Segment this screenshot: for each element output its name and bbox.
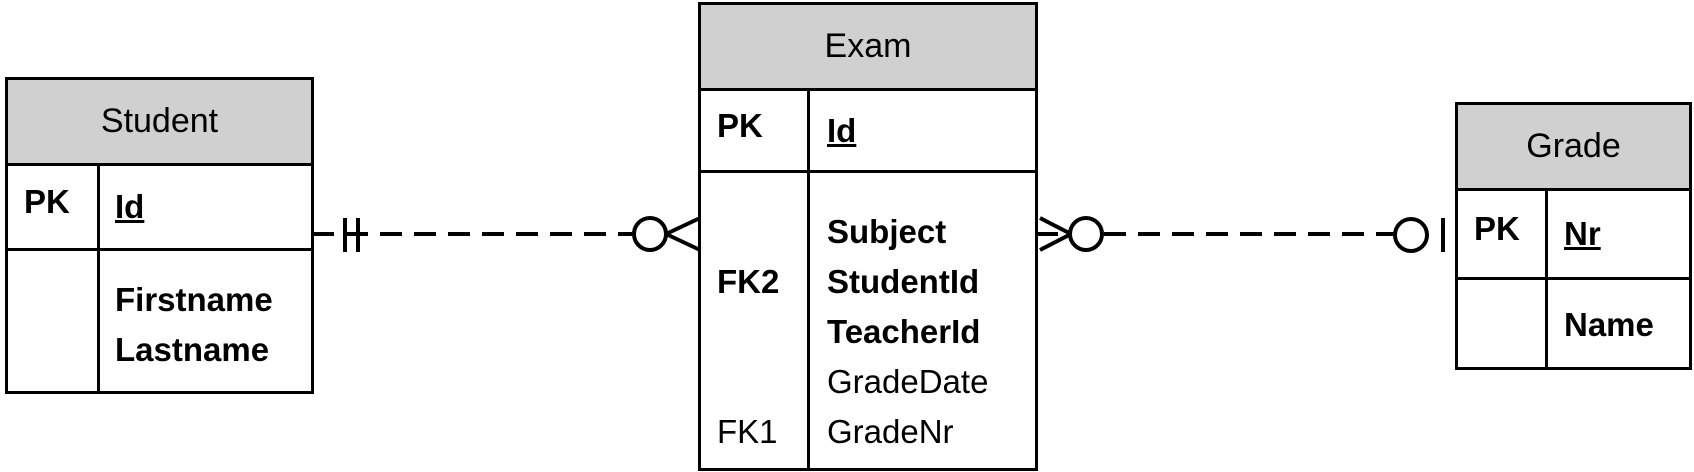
zero-circle-exam-left: [632, 216, 668, 252]
crowfoot-exam-right-bottom: [1039, 232, 1072, 252]
crowfoot-exam-left-bottom: [665, 232, 701, 252]
entity-student-attr-row: Firstname Lastname: [8, 251, 311, 391]
entity-exam-attr-row: FK2 FK1 Subject StudentId TeacherId Grad…: [701, 173, 1035, 468]
entity-grade-pk-key: PK: [1474, 210, 1520, 247]
entity-exam-fk1-key: FK1: [717, 413, 778, 450]
entity-student-attr: Lastname: [115, 331, 270, 368]
entity-grade[interactable]: Grade PK Nr Name: [1455, 102, 1692, 370]
zero-circle-grade: [1393, 217, 1429, 253]
relationship-exam-grade: [1036, 216, 1445, 253]
entity-exam-attr: TeacherId: [827, 313, 981, 350]
entity-grade-pk-row: PK Nr: [1458, 188, 1689, 280]
relationship-student-exam: [312, 216, 701, 252]
entity-grade-pk-attr: Nr: [1564, 215, 1601, 252]
crowfoot-exam-left-top: [665, 216, 701, 236]
entity-student-pk-attr: Id: [115, 188, 145, 225]
entity-student-header: Student: [8, 80, 311, 166]
entity-exam-attr: GradeNr: [827, 413, 954, 450]
entity-exam-fk2-key: FK2: [717, 263, 780, 300]
entity-exam-attr: GradeDate: [827, 363, 989, 400]
entity-student-pk-key: PK: [24, 183, 70, 220]
entity-grade-attr: Name: [1564, 306, 1654, 343]
entity-student-pk-row: PK Id: [8, 163, 311, 251]
entity-exam-title: Exam: [824, 27, 912, 65]
entity-grade-header: Grade: [1458, 105, 1689, 191]
entity-grade-attr-row: Name: [1458, 280, 1689, 367]
entity-grade-attrs: Name: [1564, 280, 1654, 370]
entity-grade-title: Grade: [1526, 127, 1621, 165]
entity-exam-pk-key: PK: [717, 107, 763, 144]
entity-exam-column-divider: [807, 88, 810, 468]
entity-exam[interactable]: Exam PK Id FK2 FK1 Subject StudentId Tea…: [698, 2, 1038, 471]
entity-student-attr: Firstname: [115, 281, 273, 318]
entity-student-column-divider: [97, 163, 100, 391]
entity-student-attrs: Firstname Lastname: [115, 275, 273, 375]
entity-exam-pk-row: PK Id: [701, 88, 1035, 173]
zero-circle-exam-right: [1068, 216, 1104, 252]
crowfoot-exam-right-top: [1039, 216, 1072, 236]
entity-exam-attrs: Subject StudentId TeacherId GradeDate Gr…: [827, 207, 988, 457]
entity-student[interactable]: Student PK Id Firstname Lastname: [5, 77, 314, 394]
entity-student-title: Student: [100, 102, 219, 140]
entity-exam-header: Exam: [701, 5, 1035, 91]
entity-exam-attr: Subject: [827, 213, 947, 250]
entity-exam-attr: StudentId: [827, 263, 980, 300]
entity-exam-pk-attr: Id: [827, 112, 857, 149]
